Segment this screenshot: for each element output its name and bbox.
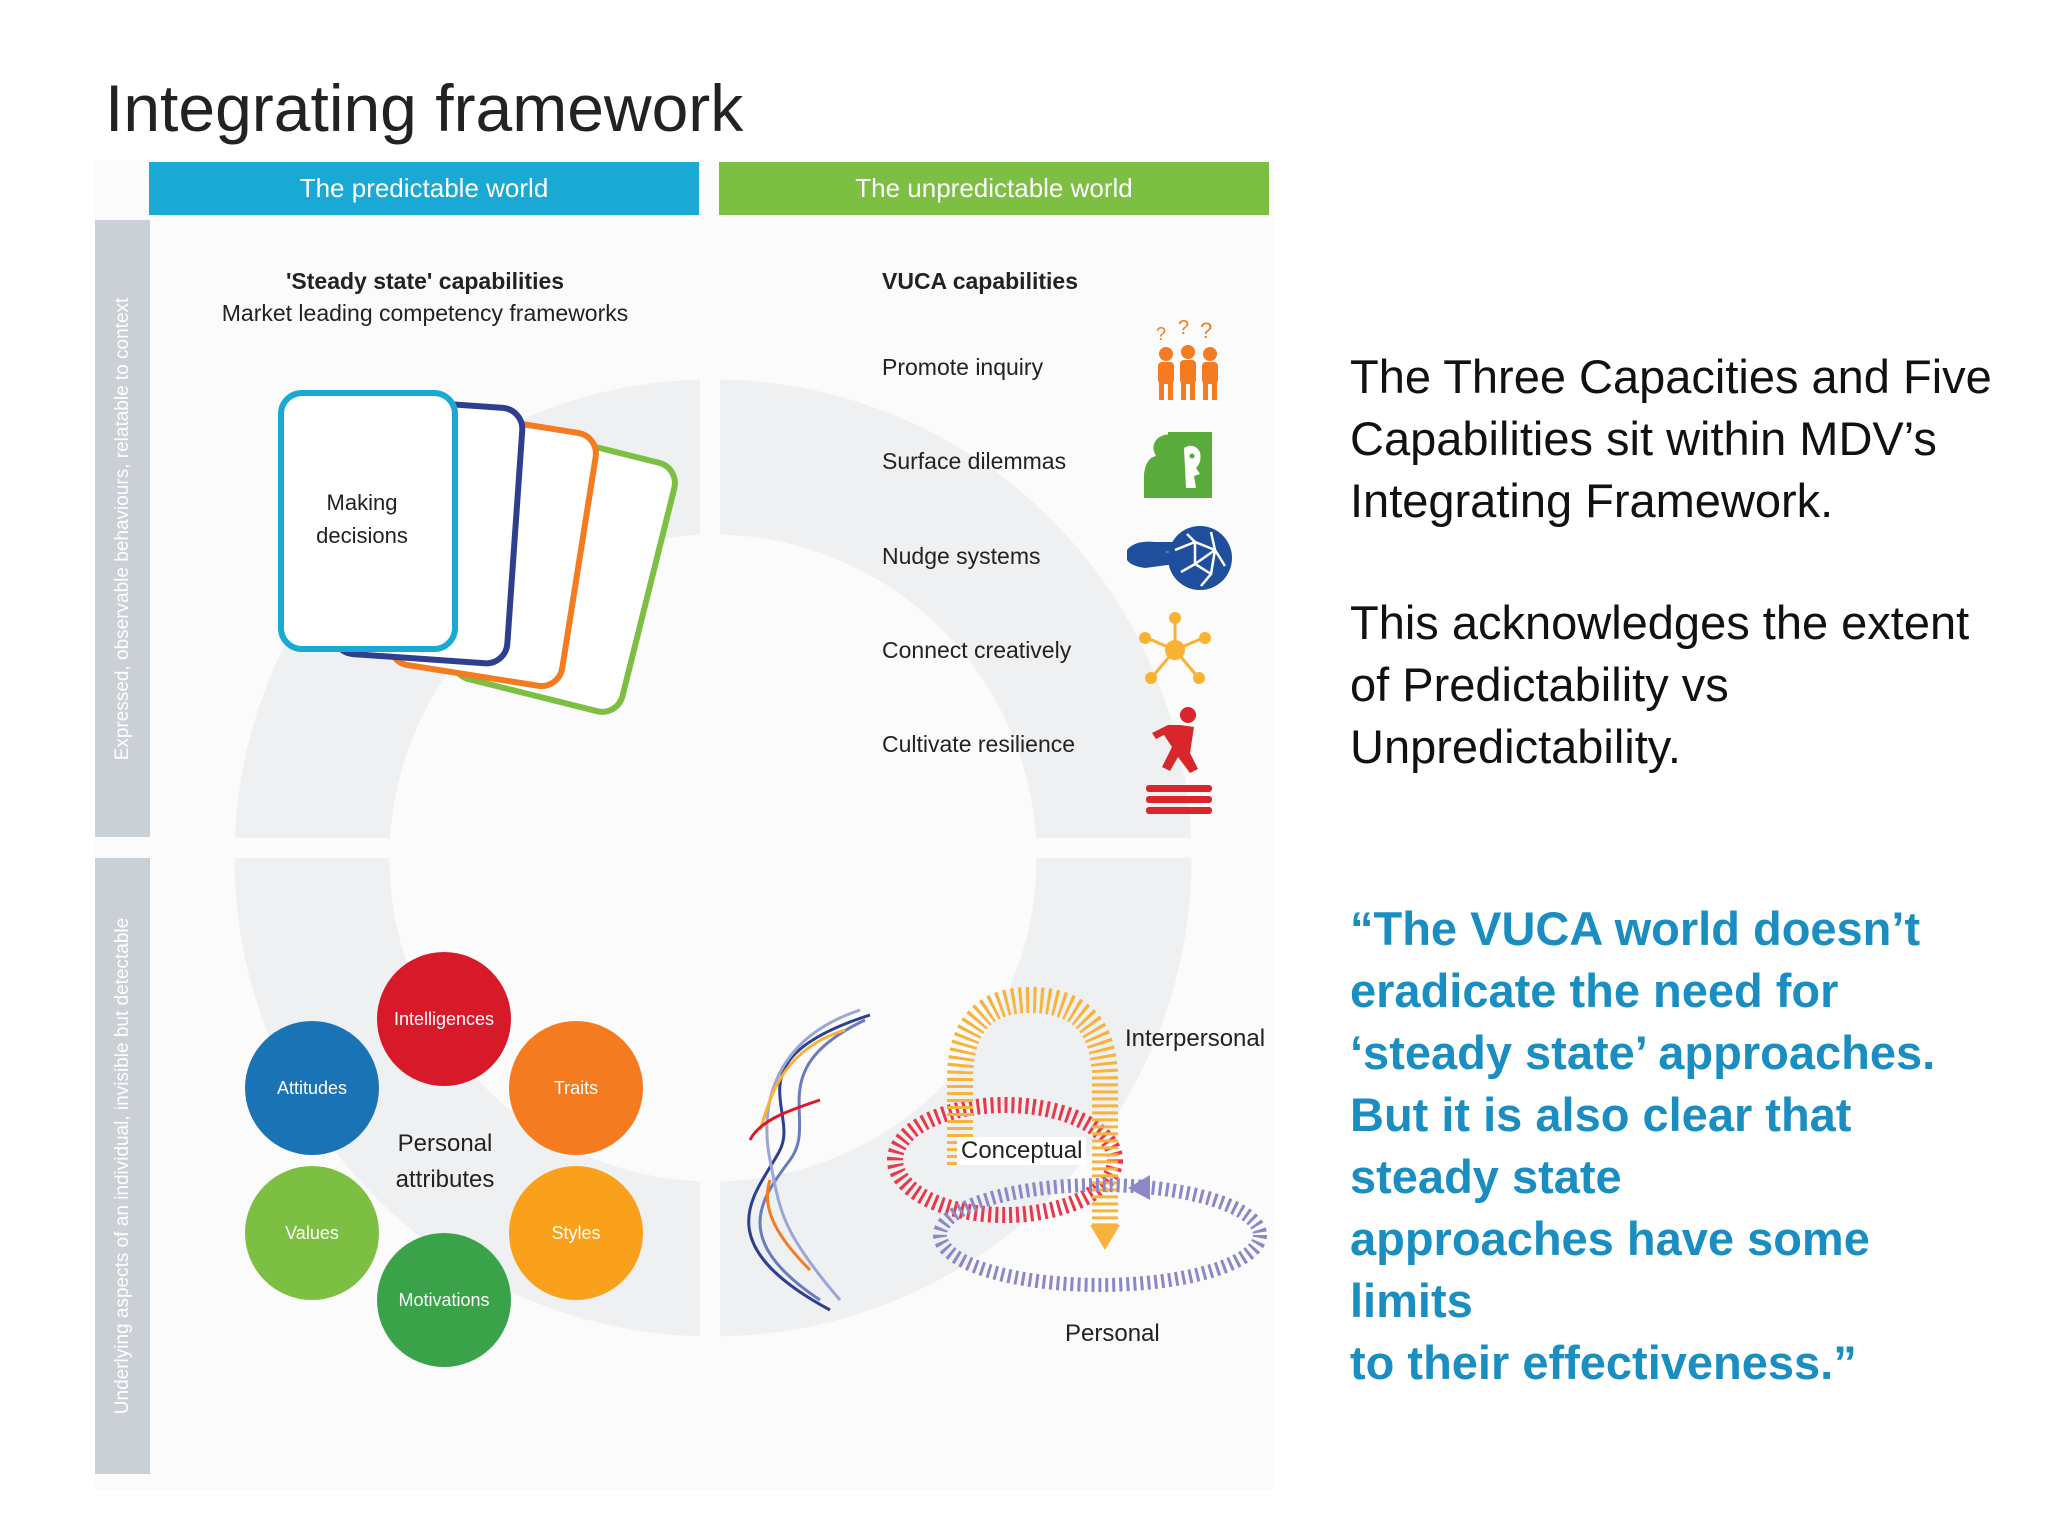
attribute-intelligences: Intelligences [377, 952, 511, 1086]
observable-behaviours-band: Expressed, observable behaviours, relata… [95, 220, 150, 837]
unpredictable-world-header: The unpredictable world [719, 162, 1269, 215]
steady-state-title: 'Steady state' capabilities [285, 268, 565, 294]
attribute-attitudes: Attitudes [245, 1021, 379, 1155]
vuca-item-promote-inquiry: Promote inquiry [882, 354, 1044, 380]
svg-text:?: ? [1200, 318, 1212, 343]
competency-card-blue [278, 390, 458, 652]
attribute-traits: Traits [509, 1021, 643, 1155]
attribute-styles: Styles [509, 1166, 643, 1300]
vuca-item-connect-creatively: Connect creatively [882, 637, 1072, 663]
description-paragraph-2: This acknowledges the extent of Predicta… [1350, 596, 1970, 773]
attribute-values: Values [245, 1166, 379, 1300]
jumping-figure-icon [1146, 707, 1212, 814]
interpersonal-label: Interpersonal [1125, 1025, 1266, 1052]
conceptual-label: Conceptual [957, 1137, 1087, 1165]
network-people-icon [1139, 612, 1211, 684]
attribute-motivations: Motivations [377, 1233, 511, 1367]
page-title: Integrating framework [105, 71, 744, 145]
steady-state-subtitle: Market leading competency frameworks [221, 300, 629, 326]
vuca-item-cultivate-resilience: Cultivate resilience [882, 731, 1076, 757]
vuca-quote: “The VUCA world doesn’t eradicate the ne… [1350, 902, 1936, 1389]
predictable-world-header: The predictable world [149, 162, 699, 215]
making-decisions-label: Making decisions [316, 490, 408, 548]
svg-text:?: ? [1156, 324, 1166, 344]
vuca-item-nudge-systems: Nudge systems [882, 543, 1041, 569]
underlying-aspects-band: Underlying aspects of an individual, inv… [95, 858, 150, 1474]
personal-attributes-label: Personal attributes [395, 1130, 495, 1193]
personal-label: Personal [1065, 1320, 1160, 1347]
vuca-item-surface-dilemmas: Surface dilemmas [882, 448, 1067, 474]
vuca-capabilities-title: VUCA capabilities [882, 268, 1078, 294]
description-paragraph-1: The Three Capacities and Five Capabiliti… [1350, 350, 1992, 527]
svg-text:?: ? [1178, 317, 1189, 339]
two-faces-icon [1144, 432, 1212, 498]
people-question-icon: ? ? ? [1156, 317, 1218, 400]
hand-globe-icon [1127, 526, 1232, 590]
